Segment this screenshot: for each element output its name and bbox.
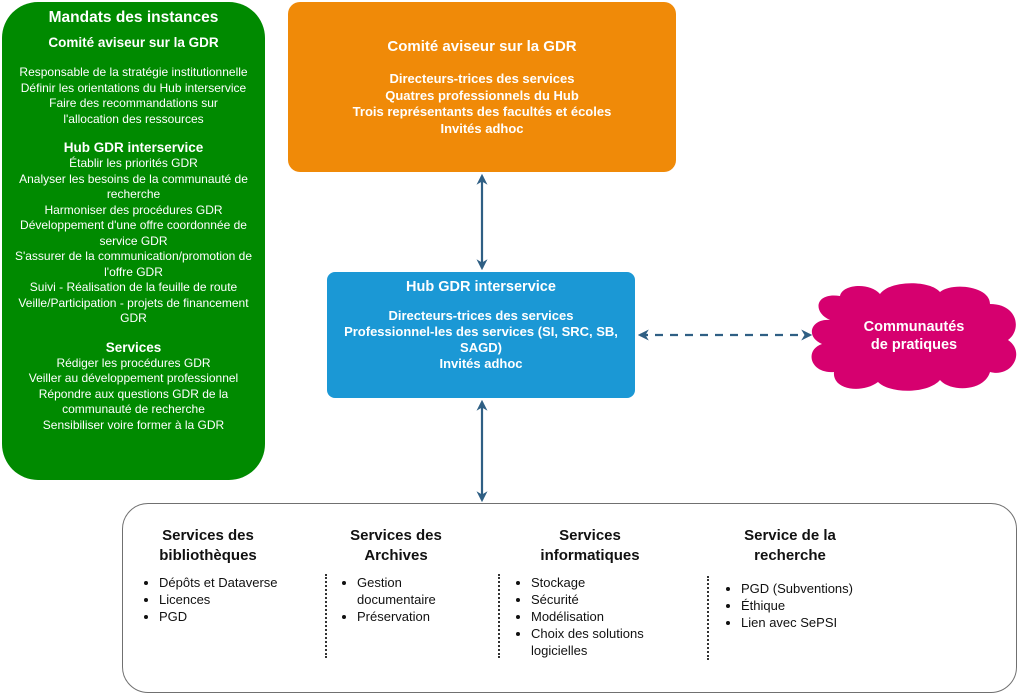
hub-title: Hub GDR interservice — [406, 279, 556, 295]
mandates-title: Mandats des instances — [48, 9, 219, 26]
hub-box: Hub GDR interservice Directeurs-trices d… — [327, 272, 635, 398]
service-item: Lien avec SePSI — [741, 614, 856, 631]
service-item: PGD (Subventions) — [741, 580, 856, 597]
service-title: Services informatiques — [540, 527, 640, 564]
committee-member: Quatres professionnels du Hub — [385, 87, 579, 103]
mandate-line: Suivi - Réalisation de la feuille de rou… — [29, 280, 238, 294]
mandates-panel: Mandats des instances Comité aviseur sur… — [2, 2, 265, 480]
services-container: Services des bibliothèques Dépôts et Dat… — [122, 503, 1017, 693]
service-items: Dépôts et Dataverse Licences PGD — [133, 574, 283, 625]
service-item: Sécurité — [531, 591, 666, 608]
committee-member: Invités adhoc — [440, 120, 524, 136]
mandate-line: Sensibiliser voire former à la GDR — [42, 417, 225, 432]
service-title: Services des Archives — [350, 527, 442, 564]
mandate-line: Harmoniser des procédures GDR — [44, 202, 223, 217]
service-item: Stockage — [531, 574, 666, 591]
service-column-libraries: Services des bibliothèques Dépôts et Dat… — [133, 526, 283, 625]
service-items: Stockage Sécurité Modélisation Choix des… — [505, 574, 666, 659]
service-item: Choix des solutions logicielles — [531, 625, 666, 659]
column-divider — [325, 574, 327, 658]
service-item: PGD — [159, 608, 283, 625]
column-divider — [707, 576, 709, 660]
community-label: Communautés de pratiques — [863, 319, 965, 353]
committee-box: Comité aviseur sur la GDR Directeurs-tri… — [288, 2, 676, 172]
service-item: Gestion documentaire — [357, 574, 447, 608]
service-title: Services des bibliothèques — [159, 527, 257, 564]
hub-member: Directeurs-trices des services — [388, 308, 574, 323]
service-item: Modélisation — [531, 608, 666, 625]
committee-member: Directeurs-trices des services — [389, 71, 575, 86]
mandate-line: S'assurer de la communication/promotion … — [14, 249, 253, 279]
mandate-line: Établir les priorités GDR — [69, 156, 198, 170]
mandate-line: Veille/Participation - projets de financ… — [18, 295, 249, 326]
service-item: Éthique — [741, 597, 856, 614]
service-item: Dépôts et Dataverse — [159, 574, 283, 591]
service-title: Service de la recherche — [744, 527, 836, 564]
hub-member: Professionnel-les des services (SI, SRC,… — [344, 324, 618, 355]
mandate-heading-hub: Hub GDR interservice — [63, 140, 204, 155]
mandate-line: Répondre aux questions GDR de la communa… — [38, 386, 229, 417]
service-items: PGD (Subventions) Éthique Lien avec SePS… — [715, 580, 856, 631]
service-column-it: Services informatiques Stockage Sécurité… — [505, 526, 675, 659]
mandate-line: Analyser les besoins de la communauté de… — [19, 171, 248, 202]
mandate-heading-services: Services — [105, 339, 162, 355]
mandate-line: Développement d'une offre coordonnée de … — [20, 218, 247, 248]
mandate-line: Faire des recommandations sur l'allocati… — [49, 96, 218, 126]
committee-member: Trois représentants des facultés et écol… — [352, 104, 612, 119]
service-items: Gestion documentaire Préservation — [331, 574, 447, 625]
mandate-heading-committee: Comité aviseur sur la GDR — [48, 35, 219, 50]
committee-title: Comité aviseur sur la GDR — [387, 38, 577, 55]
mandate-line: Veiller au développement professionnel — [28, 371, 239, 385]
column-divider — [498, 574, 500, 658]
mandate-line: Responsable de la stratégie institutionn… — [19, 65, 248, 79]
mandate-line: Rédiger les procédures GDR — [56, 355, 211, 370]
hub-member: Invités adhoc — [439, 356, 523, 371]
mandate-line: Définir les orientations du Hub interser… — [20, 80, 247, 95]
service-column-archives: Services des Archives Gestion documentai… — [331, 526, 461, 625]
service-item: Préservation — [357, 608, 447, 625]
community-cloud-shape — [811, 283, 1017, 391]
service-column-research: Service de la recherche PGD (Subventions… — [715, 526, 865, 631]
service-item: Licences — [159, 591, 283, 608]
